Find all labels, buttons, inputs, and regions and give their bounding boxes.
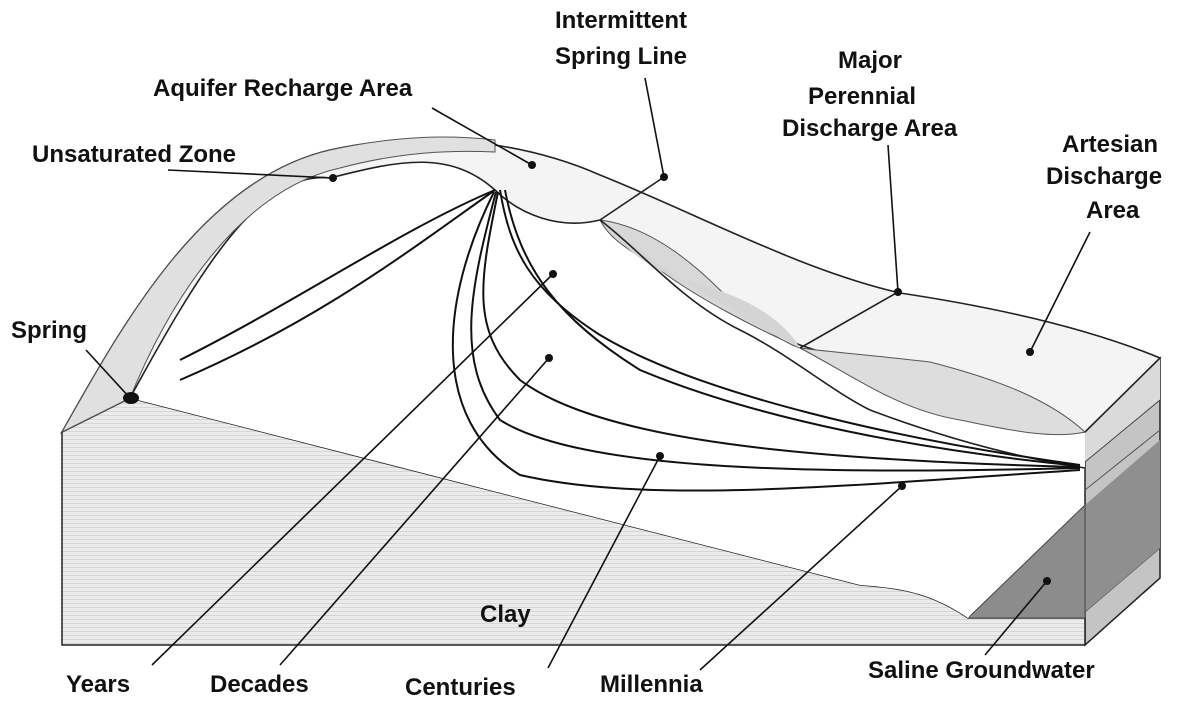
leader-decades	[279, 357, 550, 666]
flow-path-years-1	[179, 189, 496, 361]
intermittent-discharge-zone-2	[600, 220, 800, 348]
label-saline-groundwater: Saline Groundwater	[868, 657, 1095, 684]
leader-aquifer	[431, 107, 533, 166]
perennial-edge	[799, 291, 899, 349]
flow-path-years-2	[179, 189, 496, 381]
label-intermittent-line2: Spring Line	[555, 43, 687, 70]
label-major-line2: Perennial	[808, 83, 916, 110]
dot-artesian	[1026, 348, 1034, 356]
leader-centuries	[547, 455, 661, 669]
flow-path-millennia	[451, 191, 1081, 492]
flow-path-centuries-2	[470, 191, 1081, 472]
dot-decades	[545, 354, 553, 362]
label-intermittent-line1: Intermittent	[555, 7, 687, 34]
leader-spring	[85, 349, 131, 399]
leader-millennia	[699, 485, 903, 671]
flow-path-decades	[499, 189, 1081, 466]
labels: Intermittent Spring Line Aquifer Recharg…	[11, 7, 1162, 701]
label-clay: Clay	[480, 601, 531, 628]
block-side-face	[1084, 356, 1161, 647]
label-artesian-line2: Discharge	[1046, 163, 1162, 190]
label-major-line1: Major	[838, 47, 902, 74]
leaders	[85, 77, 1091, 671]
label-artesian-line3: Area	[1086, 197, 1140, 224]
saline-side-band	[1085, 440, 1160, 612]
label-millennia: Millennia	[600, 671, 703, 698]
dot-intermittent	[660, 173, 668, 181]
spring-marker	[123, 392, 139, 404]
dot-millennia	[898, 482, 906, 490]
label-spring: Spring	[11, 317, 87, 344]
marker-dots	[123, 161, 1051, 585]
dot-saline	[1043, 577, 1051, 585]
spring-line-edge	[599, 176, 665, 221]
label-artesian-line1: Artesian	[1062, 131, 1158, 158]
leader-unsaturated	[167, 169, 334, 179]
aquifer-cross-section	[62, 162, 1085, 618]
label-major-line3: Discharge Area	[782, 115, 958, 142]
flow-paths	[179, 189, 1081, 492]
water-table-edge	[599, 219, 1086, 469]
dot-major	[894, 288, 902, 296]
dot-unsaturated	[329, 174, 337, 182]
unsaturated-zone-band	[60, 136, 496, 434]
dot-centuries	[656, 452, 664, 460]
leader-saline	[984, 580, 1048, 656]
label-unsaturated-zone: Unsaturated Zone	[32, 141, 236, 168]
flow-path-decades-2	[504, 189, 1081, 467]
label-decades: Decades	[210, 671, 309, 698]
leader-major	[887, 144, 899, 293]
dot-aquifer	[528, 161, 536, 169]
flow-path-centuries-1	[482, 191, 1081, 468]
leader-intermittent	[644, 77, 665, 178]
leader-artesian	[1029, 231, 1091, 353]
label-centuries: Centuries	[405, 674, 516, 701]
perennial-discharge-zone	[799, 347, 1087, 436]
saline-groundwater-wedge	[966, 503, 1086, 619]
dot-years	[549, 270, 557, 278]
label-aquifer-recharge: Aquifer Recharge Area	[153, 75, 413, 102]
leader-years	[151, 273, 554, 666]
label-years: Years	[66, 671, 130, 698]
